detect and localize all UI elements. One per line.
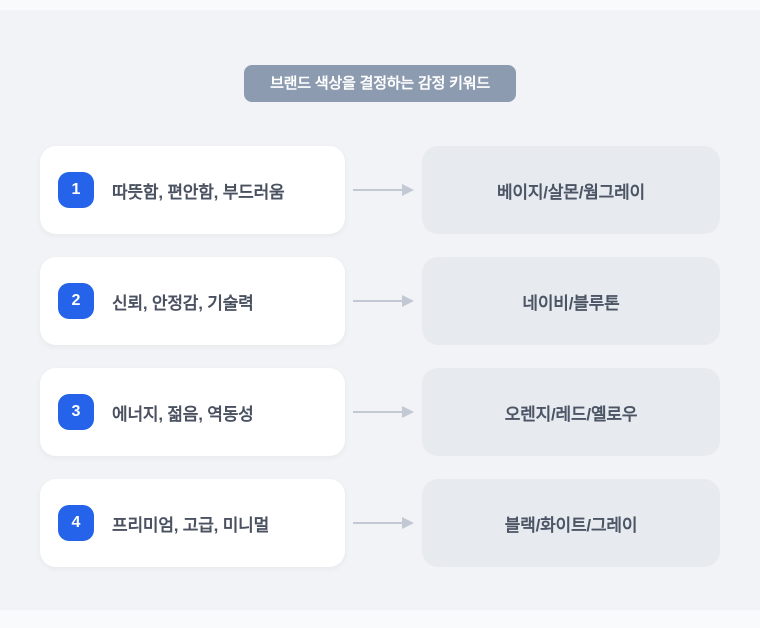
keyword-card: 3 에너지, 젊음, 역동성 xyxy=(40,368,345,456)
keyword-text: 신뢰, 안정감, 기술력 xyxy=(112,293,254,313)
arrow-zone xyxy=(345,146,422,234)
right-arrow-icon xyxy=(352,517,414,529)
keyword-text: 프리미엄, 고급, 미니멀 xyxy=(112,515,270,535)
keyword-color-row: 4 프리미엄, 고급, 미니멀 블랙/화이트/그레이 xyxy=(40,479,720,567)
keyword-text: 에너지, 젊음, 역동성 xyxy=(112,404,254,424)
keyword-color-rows: 1 따뜻함, 편안함, 부드러움 베이지/살몬/웜그레이 2 신뢰, 안정감, … xyxy=(0,146,760,567)
right-arrow-icon xyxy=(352,184,414,196)
color-text: 네이비/블루톤 xyxy=(522,293,620,313)
color-card: 오렌지/레드/옐로우 xyxy=(422,368,720,456)
keyword-color-row: 3 에너지, 젊음, 역동성 오렌지/레드/옐로우 xyxy=(40,368,720,456)
color-card: 네이비/블루톤 xyxy=(422,257,720,345)
keyword-card: 4 프리미엄, 고급, 미니멀 xyxy=(40,479,345,567)
color-card: 블랙/화이트/그레이 xyxy=(422,479,720,567)
row-number-badge: 3 xyxy=(58,394,94,430)
arrow-zone xyxy=(345,479,422,567)
bottom-edge-strip xyxy=(0,610,760,628)
row-number-badge: 1 xyxy=(58,172,94,208)
keyword-card: 1 따뜻함, 편안함, 부드러움 xyxy=(40,146,345,234)
arrow-zone xyxy=(345,368,422,456)
color-text: 오렌지/레드/옐로우 xyxy=(504,404,638,424)
right-arrow-icon xyxy=(352,406,414,418)
keyword-color-row: 1 따뜻함, 편안함, 부드러움 베이지/살몬/웜그레이 xyxy=(40,146,720,234)
color-card: 베이지/살몬/웜그레이 xyxy=(422,146,720,234)
color-text: 베이지/살몬/웜그레이 xyxy=(496,182,645,202)
keyword-card: 2 신뢰, 안정감, 기술력 xyxy=(40,257,345,345)
top-edge-strip xyxy=(0,0,760,10)
row-number-badge: 2 xyxy=(58,283,94,319)
color-text: 블랙/화이트/그레이 xyxy=(504,515,638,535)
right-arrow-icon xyxy=(352,295,414,307)
page-title: 브랜드 색상을 결정하는 감정 키워드 xyxy=(244,65,516,102)
keyword-color-row: 2 신뢰, 안정감, 기술력 네이비/블루톤 xyxy=(40,257,720,345)
arrow-zone xyxy=(345,257,422,345)
row-number-badge: 4 xyxy=(58,505,94,541)
header: 브랜드 색상을 결정하는 감정 키워드 xyxy=(0,0,760,102)
keyword-text: 따뜻함, 편안함, 부드러움 xyxy=(112,182,285,202)
